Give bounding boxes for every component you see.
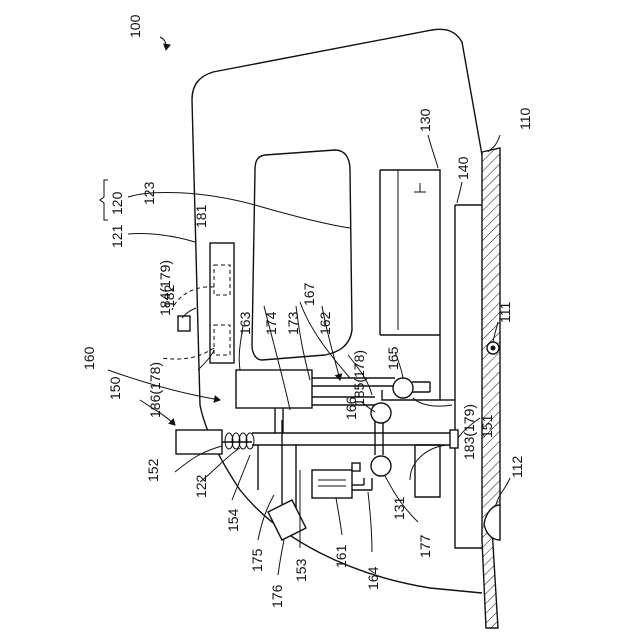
- label-184: 184(179): [157, 260, 173, 316]
- label-140: 140: [455, 156, 471, 180]
- label-177: 177: [417, 534, 433, 558]
- motor-163: [236, 370, 312, 408]
- sensor-182: [178, 316, 190, 331]
- valve-165: [393, 378, 413, 398]
- label-167: 167: [301, 282, 317, 306]
- actuator-152: [176, 430, 254, 454]
- label-153: 153: [293, 558, 309, 582]
- label-160: 160: [81, 346, 97, 370]
- valve-166: [371, 403, 391, 423]
- label-174: 174: [263, 311, 279, 335]
- pin-111: [487, 342, 499, 354]
- base-110: [482, 148, 500, 628]
- label-186: 186(178): [147, 362, 163, 418]
- label-100: 100: [127, 14, 143, 38]
- label-122: 122: [193, 474, 209, 498]
- label-121: 121: [109, 224, 125, 248]
- label-130: 130: [417, 108, 433, 132]
- label-150: 150: [107, 376, 123, 400]
- label-154: 154: [225, 508, 241, 532]
- label-151: 151: [479, 414, 495, 438]
- label-164: 164: [365, 566, 381, 590]
- brace-120: [100, 180, 108, 220]
- label-185: 185(178): [351, 350, 367, 406]
- label-123: 123: [141, 181, 157, 205]
- tank-161: [312, 463, 360, 498]
- label-173: 173: [285, 311, 301, 335]
- label-162: 162: [317, 311, 333, 335]
- label-183: 183(179): [461, 404, 477, 460]
- label-175: 175: [249, 548, 265, 572]
- label-131: 131: [391, 496, 407, 520]
- reference-labels: 100 110 111 112 120 121 122 123 130 131 …: [81, 14, 533, 608]
- label-152: 152: [145, 458, 161, 482]
- label-181: 181: [193, 204, 209, 228]
- label-112: 112: [509, 455, 525, 478]
- valve-177: [371, 456, 391, 476]
- label-161: 161: [333, 544, 349, 568]
- label-120: 120: [109, 191, 125, 215]
- label-111: 111: [497, 302, 513, 323]
- housing-outline: [192, 29, 482, 593]
- label-110: 110: [517, 107, 533, 130]
- label-176: 176: [269, 584, 285, 608]
- label-163: 163: [237, 311, 253, 335]
- label-165: 165: [385, 346, 401, 370]
